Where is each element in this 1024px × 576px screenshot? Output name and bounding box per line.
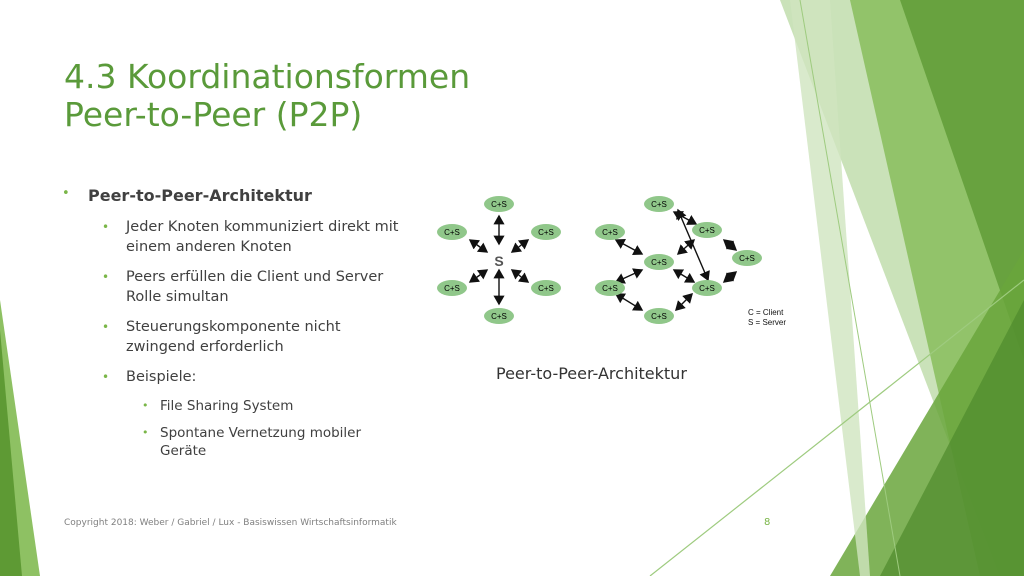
node-star-right-top: C+S — [531, 224, 561, 240]
star-topology — [468, 214, 530, 306]
node-star-top: C+S — [484, 196, 514, 212]
slide-title: 4.3 Koordinationsformen Peer-to-Peer (P2… — [64, 58, 470, 134]
footer-copyright: Copyright 2018: Weber / Gabriel / Lux - … — [64, 518, 397, 528]
sub-bullet: Beispiele: — [62, 367, 407, 387]
node-label: C+S — [739, 254, 755, 263]
sub-bullet: Steuerungskomponente nicht zwingend erfo… — [62, 317, 407, 357]
title-line-1: 4.3 Koordinationsformen — [64, 57, 471, 96]
node-label: C+S — [699, 226, 715, 235]
bullet-list: Peer-to-Peer-Architektur Jeder Knoten ko… — [62, 186, 407, 469]
node-star-left-bottom: C+S — [437, 280, 467, 296]
node-label: C+S — [491, 200, 507, 209]
node-label: C+S — [699, 284, 715, 293]
node-star-left-top: C+S — [437, 224, 467, 240]
title-line-2: Peer-to-Peer (P2P) — [64, 95, 363, 134]
legend-server: S = Server — [748, 318, 786, 327]
node-label: C+S — [491, 312, 507, 321]
node-label: C+S — [444, 228, 460, 237]
node-label: C+S — [651, 312, 667, 321]
node-mesh-6: C+S — [595, 280, 625, 296]
node-mesh-8: C+S — [644, 308, 674, 324]
p2p-diagram: C+S C+S C+S S C+S C+S C+S C+S C+S C+S C+… — [437, 196, 786, 327]
sub-bullet: Peers erfüllen die Client und Server Rol… — [62, 267, 407, 307]
server-label: S — [494, 253, 503, 269]
node-label: C+S — [651, 200, 667, 209]
node-label: C+S — [651, 258, 667, 267]
sub-bullet: Jeder Knoten kommuniziert direkt mit ein… — [62, 217, 407, 257]
example-item: Spontane Vernetzung mobiler Geräte — [62, 424, 407, 460]
mesh-topology — [614, 208, 738, 311]
node-mesh-1: C+S — [644, 196, 674, 212]
bullet-main: Peer-to-Peer-Architektur — [62, 186, 407, 205]
example-item: File Sharing System — [62, 397, 407, 415]
node-label: C+S — [444, 284, 460, 293]
node-mesh-3: C+S — [692, 222, 722, 238]
node-label: C+S — [538, 284, 554, 293]
node-label: C+S — [602, 228, 618, 237]
node-star-right-bottom: C+S — [531, 280, 561, 296]
node-mesh-5: C+S — [732, 250, 762, 266]
node-label: C+S — [602, 284, 618, 293]
node-mesh-2: C+S — [595, 224, 625, 240]
page-number: 8 — [764, 517, 771, 528]
node-mesh-7: C+S — [692, 280, 722, 296]
node-label: C+S — [538, 228, 554, 237]
node-mesh-4: C+S — [644, 254, 674, 270]
diagram-caption: Peer-to-Peer-Architektur — [496, 364, 687, 383]
legend-client: C = Client — [748, 308, 784, 317]
node-star-bottom: C+S — [484, 308, 514, 324]
